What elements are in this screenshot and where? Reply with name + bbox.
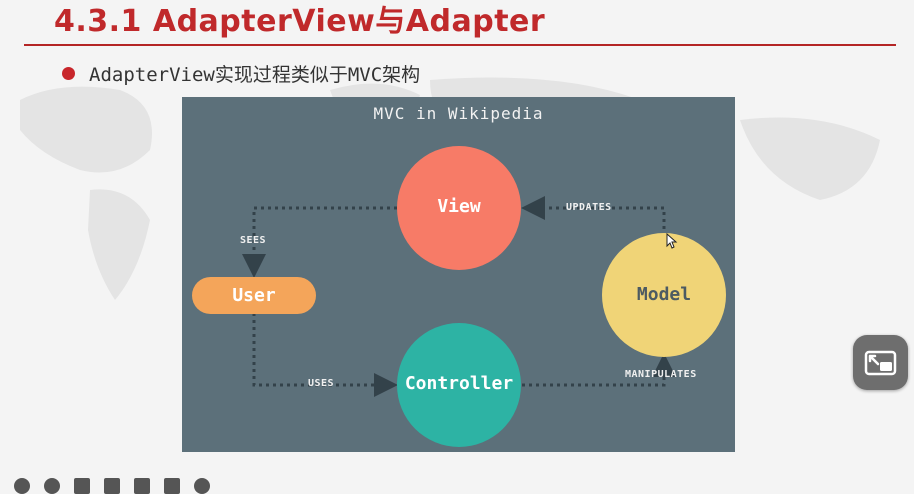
forward-icon[interactable] [44,478,60,494]
zoom-icon[interactable] [104,478,120,494]
mvc-diagram-graphics [192,146,726,447]
manipulates-arrow [522,353,676,387]
more-icon[interactable] [194,478,210,494]
back-icon[interactable] [14,478,30,494]
slide-title: 4.3.1 AdapterView与Adapter [54,4,546,39]
uses-arrow [252,313,398,397]
updates-label: UPDATES [566,202,612,213]
user-node [192,277,316,314]
uses-label: USES [308,378,335,389]
model-label: Model [636,284,692,305]
view-label: View [437,196,481,217]
controller-node [397,323,521,447]
bullet-dot-icon [62,66,75,80]
mvc-diagram: MVC in Wikipedia View User Model Control… [182,97,735,452]
updates-arrow [521,196,666,229]
diagram-title: MVC in Wikipedia [373,104,544,123]
pen-icon[interactable] [74,478,90,494]
bullet-item: AdapterView实现过程类似于MVC架构 [62,58,420,88]
mouse-pointer-icon [666,233,678,249]
model-node [602,233,726,357]
presentation-toolbar [14,478,210,494]
notes-icon[interactable] [164,478,180,494]
user-label: User [232,285,276,306]
manipulates-label: MANIPULATES [625,369,697,380]
slides-icon[interactable] [134,478,150,494]
sees-label: SEES [240,235,267,246]
bullet-text: AdapterView实现过程类似于MVC架构 [89,63,421,86]
title-divider [24,44,896,46]
controller-label: Controller [404,373,514,394]
picture-in-picture-exit-icon [864,350,897,376]
sees-arrow [242,206,397,278]
picture-in-picture-button[interactable] [853,335,908,390]
view-node [397,146,521,270]
